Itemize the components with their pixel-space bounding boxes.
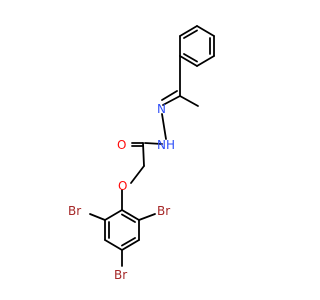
atom-br-right: Br [157,204,170,218]
atom-o-ether: O [118,179,127,193]
phenyl-ring [179,25,215,67]
bond-ring-br-left [89,213,106,221]
bond-n-n [161,113,167,140]
atom-br-left: Br [68,204,81,218]
bond-carbonyl-ch2 [142,142,145,167]
atom-br-bottom: Br [114,268,127,282]
bond-ring-br-right [138,213,156,221]
tribromophenyl-ring [104,209,140,251]
structure-drawing: O NH N O Br Br Br [68,25,215,282]
molecule-canvas: O NH N O Br Br Br [68,25,215,282]
bond-ch2-o [130,165,145,184]
bond-c-n-double-2 [161,90,178,101]
atom-nh: NH [157,138,175,152]
atom-n-imine: N [157,102,166,116]
bond-methyl [179,95,199,107]
bond-nh-carbonyl [144,142,163,145]
bond-c-n-double [162,95,181,106]
atom-o-carbonyl: O [117,138,126,152]
